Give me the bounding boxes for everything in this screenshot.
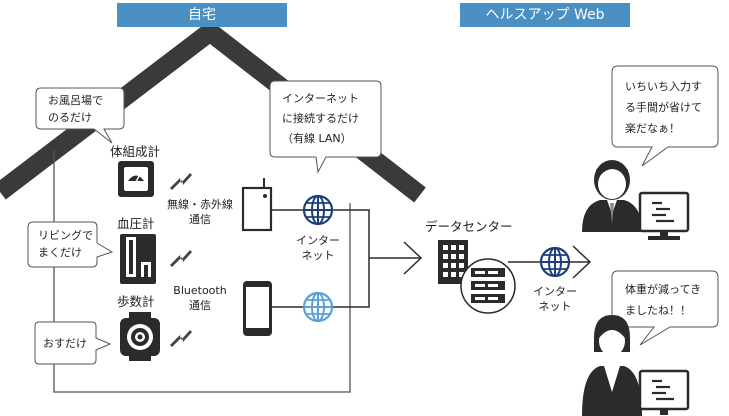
- user-man-icon: [582, 160, 642, 232]
- bluetooth-comm-label: Bluetooth 通信: [165, 283, 235, 313]
- home-header: 自宅: [117, 3, 287, 27]
- bubble-user1-line-1: いちいち入力す: [625, 80, 702, 93]
- router-icon: [241, 178, 273, 232]
- smartphone-icon: [243, 281, 272, 336]
- bubble-user2-line-2: ましたね！！: [625, 304, 691, 317]
- monitor-icon: [638, 191, 690, 240]
- server-icon: [460, 258, 516, 314]
- datacenter-label: データセンター: [425, 219, 513, 234]
- internet2-label: インター ネット: [530, 284, 580, 314]
- datacenter-building-icon: [438, 240, 468, 284]
- bubble-user1: [611, 65, 719, 167]
- bubble-user2-line-1: 体重が減ってき: [625, 283, 702, 296]
- bubble-bath-text: お風呂場で のるだけ: [48, 92, 103, 126]
- scale-device-icon: [118, 161, 154, 197]
- bubble-internet-text: インターネット に接続するだけ （有線 LAN）: [282, 89, 359, 149]
- wireless-comm-line-2: 通信: [189, 213, 211, 226]
- bubble-internet: [269, 80, 382, 174]
- globe-icon: [302, 194, 334, 226]
- wireless-comm-line-1: 無線・赤外線: [167, 198, 233, 211]
- bubble-living-line-2: まくだけ: [38, 246, 82, 259]
- bubble-user1-line-3: 楽だなぁ！: [625, 122, 680, 135]
- pedometer-label: 歩数計: [117, 294, 155, 309]
- bubble-bath-line-1: お風呂場で: [48, 94, 103, 107]
- bubble-internet-line-2: に接続するだけ: [282, 112, 359, 125]
- bubble-wear-text: おすだけ: [43, 337, 87, 350]
- home-internet-label: インター ネット: [293, 233, 343, 263]
- bubble-living-text: リビングで まくだけ: [38, 227, 93, 261]
- wireless-comm-label: 無線・赤外線 通信: [160, 197, 240, 227]
- globe-icon-light: [302, 291, 334, 323]
- blood-pressure-device-icon: [120, 234, 156, 284]
- home-internet-line-2: ネット: [301, 249, 335, 262]
- monitor-icon-2: [638, 369, 690, 415]
- bubble-bath: [35, 87, 125, 144]
- bubble-internet-line-1: インターネット: [282, 92, 359, 105]
- bluetooth-comm-line-1: Bluetooth: [173, 284, 227, 297]
- bluetooth-comm-line-2: 通信: [189, 299, 211, 312]
- home-internet-line-1: インター: [296, 234, 340, 247]
- internet2-line-2: ネット: [538, 300, 572, 313]
- pedometer-device-icon: [120, 312, 160, 361]
- bubble-wear: [34, 321, 112, 365]
- scale-label: 体組成計: [110, 144, 161, 159]
- internet2-line-1: インター: [533, 285, 577, 298]
- wireless-wave-icon: [170, 173, 192, 347]
- bubble-internet-line-3: （有線 LAN）: [282, 132, 352, 145]
- user-woman-icon: [582, 315, 642, 416]
- bubble-user1-text: いちいち入力す る手間が省けて 楽だなぁ！: [625, 76, 702, 139]
- bubble-user2-text: 体重が減ってき ましたね！！: [625, 279, 701, 321]
- bubble-living: [27, 221, 114, 268]
- bubble-user1-line-2: る手間が省けて: [625, 101, 702, 114]
- network-lines: [272, 209, 592, 308]
- bp-label: 血圧計: [117, 216, 155, 231]
- web-header: ヘルスアップ Web: [460, 3, 630, 27]
- bubble-living-line-1: リビングで: [38, 229, 93, 242]
- bubble-bath-line-2: のるだけ: [48, 111, 92, 124]
- globe-icon-2: [539, 246, 571, 278]
